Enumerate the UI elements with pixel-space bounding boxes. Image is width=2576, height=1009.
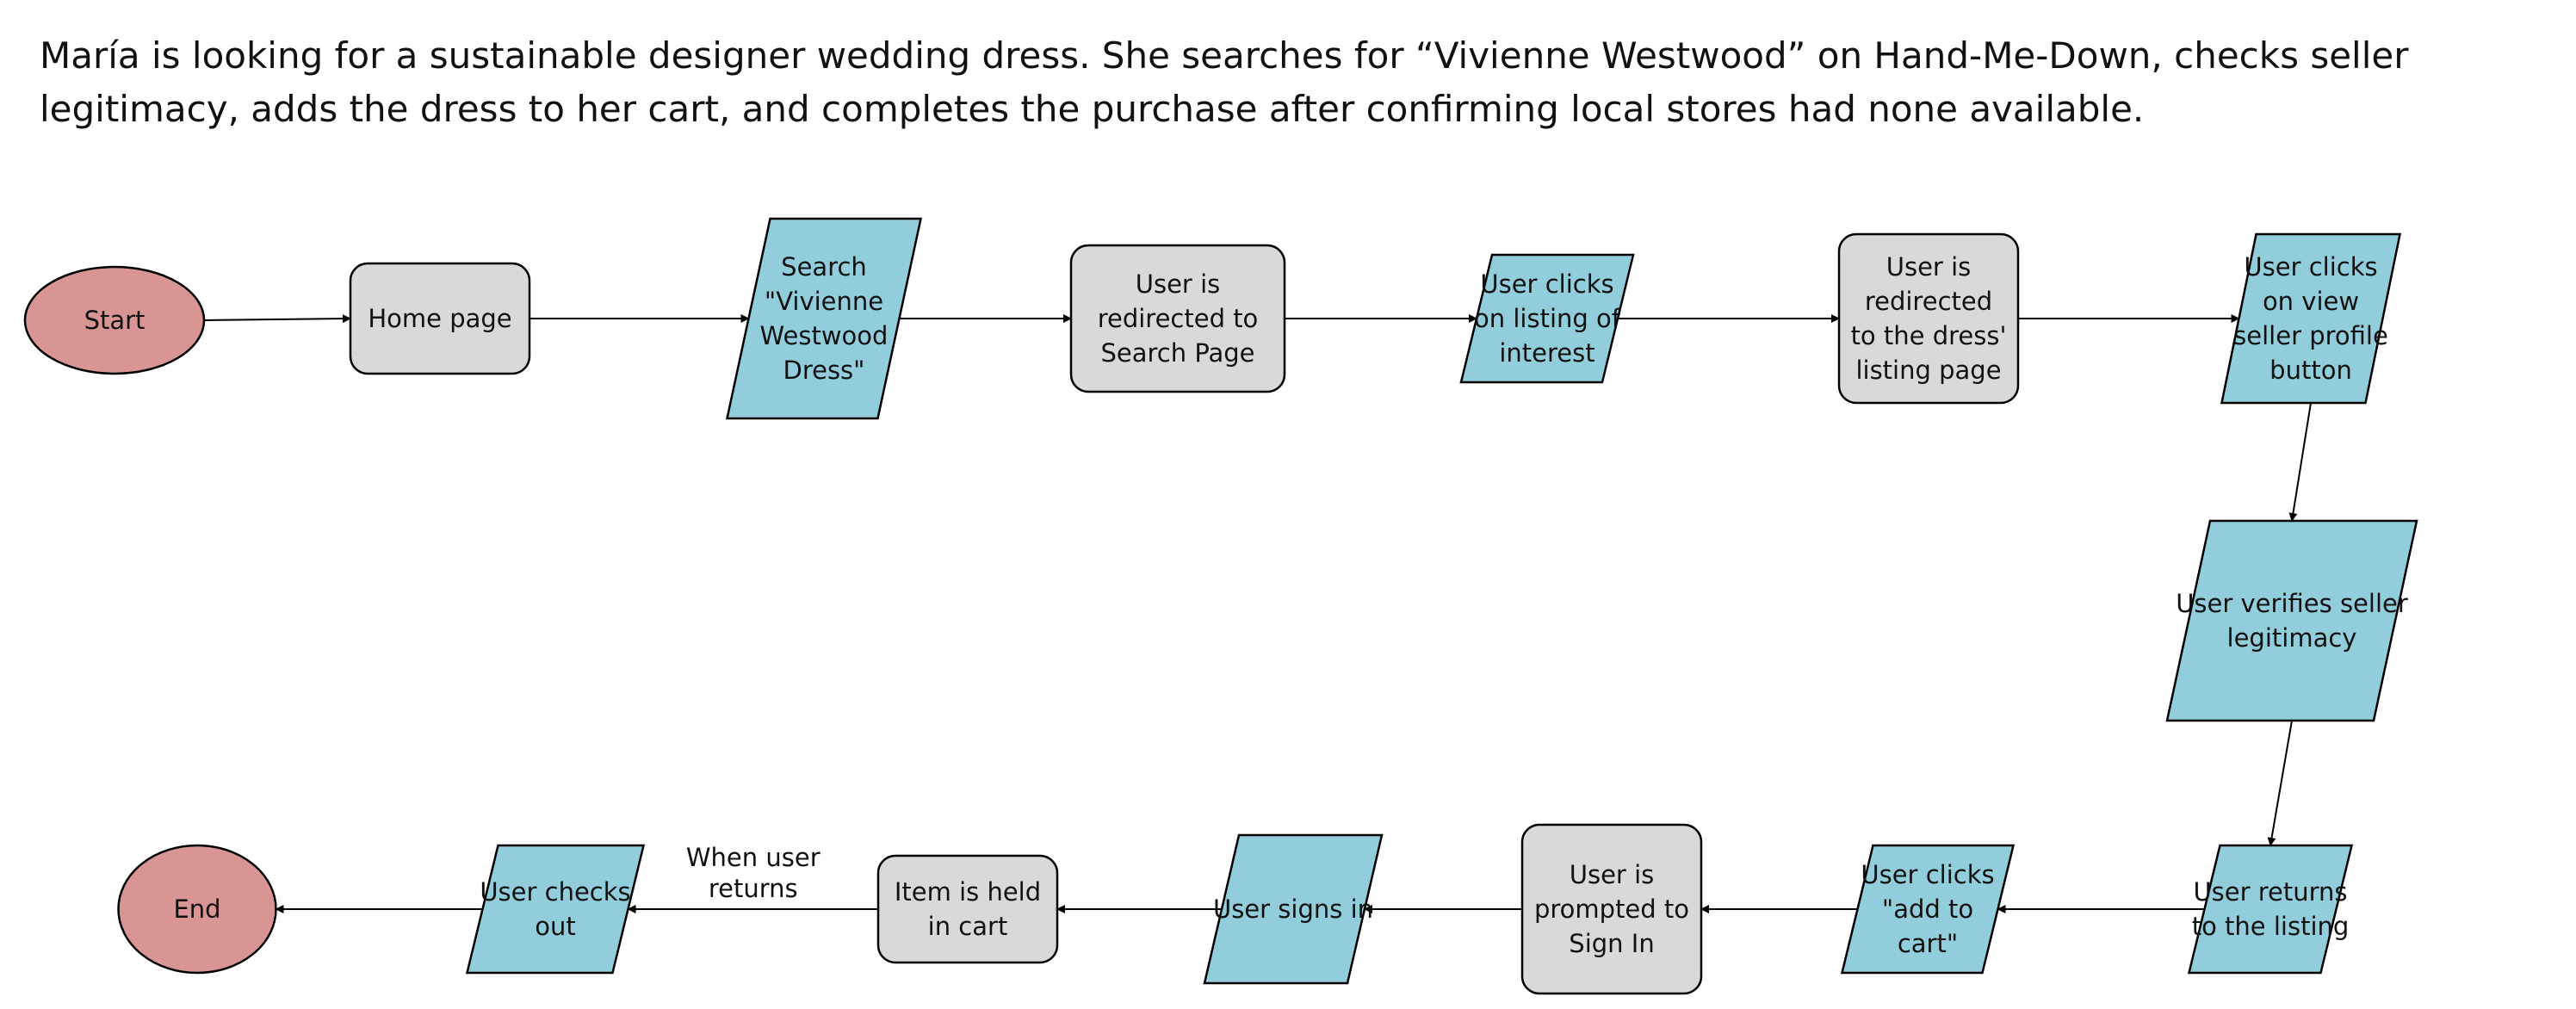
page-shape <box>1520 823 1703 995</box>
edge-verify-seller-to-returns-listing <box>2267 720 2293 846</box>
terminal-shape <box>23 265 206 375</box>
action-shape <box>465 844 646 975</box>
node-end: End <box>117 844 277 975</box>
edge-view-seller-to-verify-seller <box>2288 402 2312 522</box>
action-shape <box>1203 833 1384 985</box>
action-shape <box>1459 253 1635 384</box>
node-label: Home page <box>368 304 511 333</box>
scenario-description: María is looking for a sustainable desig… <box>40 34 2409 130</box>
node-label: End <box>173 894 220 924</box>
page-shape <box>1069 244 1286 393</box>
action-shape <box>725 217 923 420</box>
node-signs-in: User signs in <box>1203 833 1384 985</box>
terminal-shape <box>117 844 277 975</box>
action-shape <box>2220 232 2402 405</box>
page-shape <box>1837 232 2020 405</box>
edge-start-to-home <box>203 314 351 324</box>
node-home: Home page <box>349 262 531 375</box>
node-label: Start <box>84 306 146 335</box>
page-shape <box>876 854 1059 964</box>
action-shape <box>1840 844 2016 975</box>
action-shape <box>2187 844 2354 975</box>
page-shape <box>349 262 531 375</box>
node-start: Start <box>23 265 206 375</box>
action-shape <box>2165 519 2418 722</box>
node-label: User signs in <box>1213 894 1373 924</box>
